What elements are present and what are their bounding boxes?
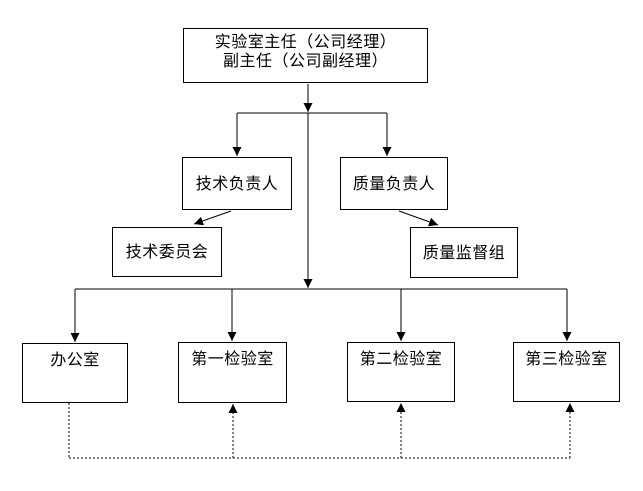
node-office: 办公室: [22, 343, 128, 403]
edge-to-quality-supervision-group: [398, 210, 439, 227]
edge-to-technical-committee: [193, 210, 232, 226]
node-inspection-room-1: 第一检验室: [178, 342, 287, 403]
node-director-line2: 副主任（公司副经理）: [222, 51, 388, 70]
node-technical-manager: 技术负责人: [182, 157, 292, 210]
node-quality-supervision-group: 质量监督组: [410, 227, 518, 278]
node-director: 实验室主任（公司经理） 副主任（公司副经理）: [183, 28, 428, 83]
node-inspection-room-2: 第二检验室: [347, 342, 455, 402]
node-inspection-room-3: 第三检验室: [513, 342, 620, 402]
node-director-line1: 实验室主任（公司经理）: [214, 32, 397, 51]
node-quality-manager: 质量负责人: [340, 157, 448, 210]
node-technical-committee: 技术委员会: [112, 227, 222, 277]
